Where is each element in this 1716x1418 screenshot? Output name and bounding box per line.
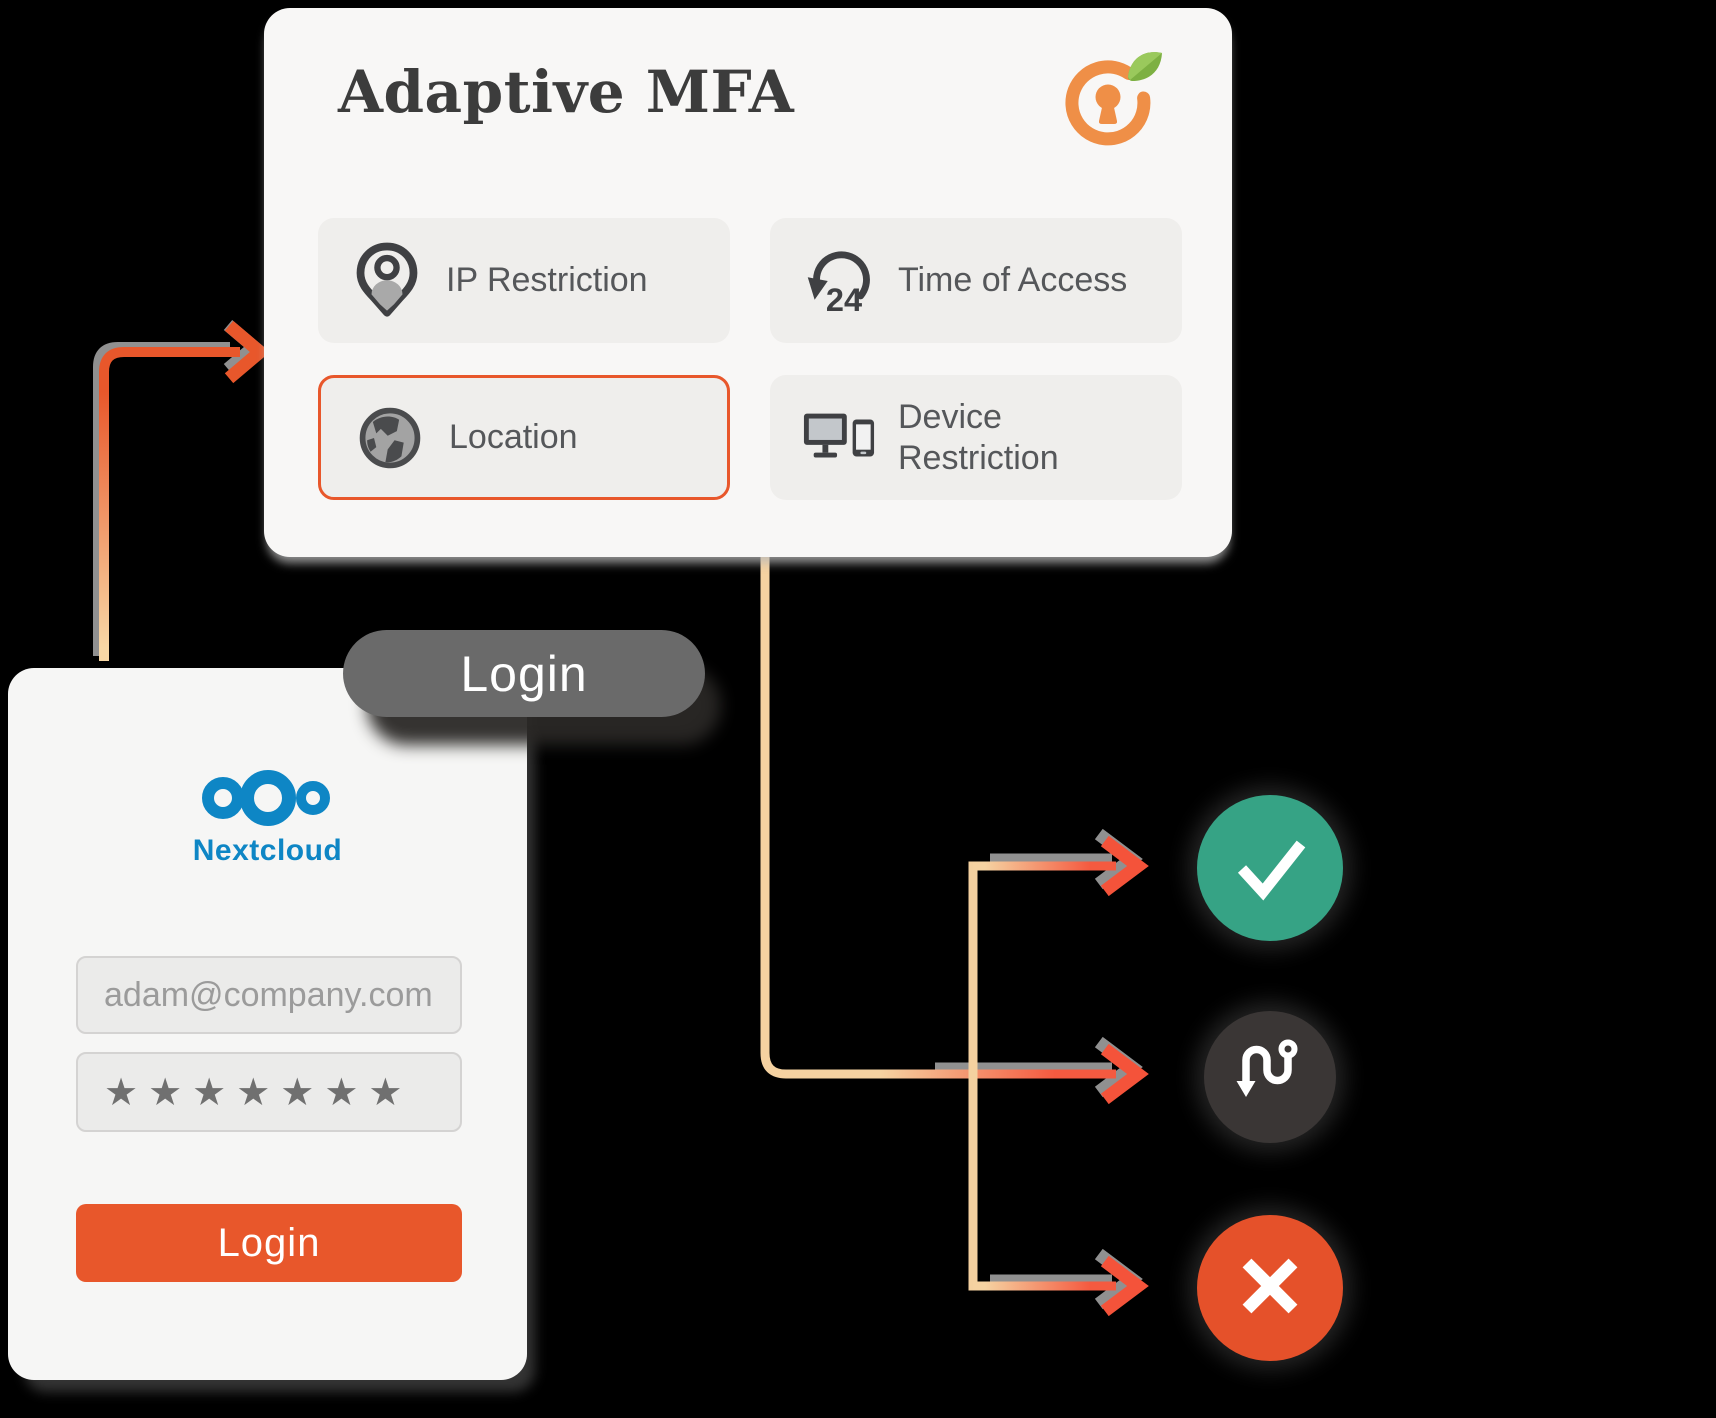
line-mfa-to-decision xyxy=(760,556,1116,1079)
u-turn-icon xyxy=(1204,1009,1336,1146)
brand-name: Nextcloud xyxy=(192,834,343,867)
globe-icon xyxy=(353,406,427,470)
page-title: Adaptive MFA xyxy=(338,58,795,126)
svg-text:24: 24 xyxy=(826,282,862,316)
login-pill-label: Login xyxy=(460,645,588,702)
option-time-of-access[interactable]: 24 Time of Access xyxy=(770,218,1182,343)
option-label: IP Restriction xyxy=(446,261,648,300)
option-label: Time of Access xyxy=(898,261,1128,300)
arrow-shadow xyxy=(93,320,265,656)
miniorange-logo-icon xyxy=(1064,42,1168,159)
mfa-card: Adaptive MFA IP Restriction xyxy=(264,8,1232,557)
option-device-restriction[interactable]: Device Restriction xyxy=(770,375,1182,500)
arrow-login-to-mfa xyxy=(99,320,271,661)
email-field[interactable] xyxy=(76,956,462,1034)
arrow-to-allowed xyxy=(973,835,1149,897)
outcome-challenge xyxy=(1204,1011,1336,1143)
clock-24-icon: 24 xyxy=(802,246,876,316)
option-ip-restriction[interactable]: IP Restriction xyxy=(318,218,730,343)
location-pin-user-icon xyxy=(350,241,424,321)
login-button[interactable]: Login xyxy=(76,1204,462,1282)
arrow-to-denied xyxy=(973,1255,1149,1317)
option-label: Device Restriction xyxy=(898,398,1059,477)
password-field[interactable] xyxy=(76,1052,462,1132)
nextcloud-login-card: Nextcloud Login xyxy=(8,668,527,1380)
cross-icon xyxy=(1197,1213,1343,1364)
mfa-options: IP Restriction 24 Time of Access xyxy=(318,218,1182,500)
login-pill[interactable]: Login xyxy=(343,630,705,717)
outcome-denied xyxy=(1197,1215,1343,1361)
check-icon xyxy=(1197,793,1343,944)
nextcloud-logo-icon xyxy=(192,768,344,833)
devices-icon xyxy=(802,408,876,468)
option-location[interactable]: Location xyxy=(318,375,730,500)
outcome-allowed xyxy=(1197,795,1343,941)
option-label: Location xyxy=(449,418,578,457)
arrow-to-challenge xyxy=(1100,1043,1149,1105)
